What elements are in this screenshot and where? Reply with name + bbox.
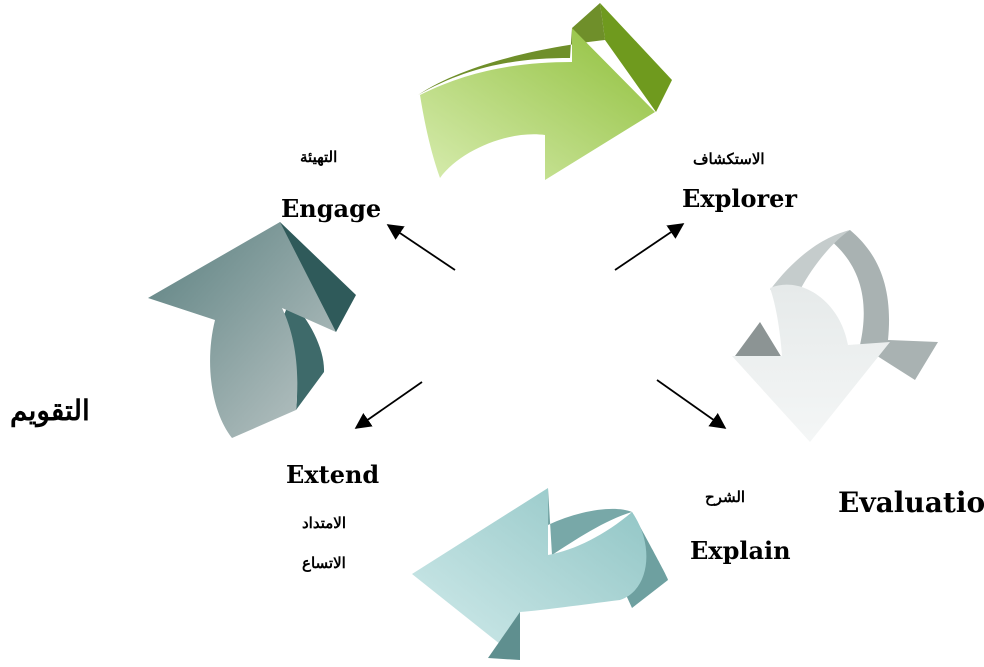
pointer-arrow-engage <box>386 224 456 271</box>
explain-arabic-label: الشرح <box>705 488 746 506</box>
explain-english-label: Explain <box>690 536 791 565</box>
pointer-arrow-explain <box>656 379 727 429</box>
top-curved-arrow-shape <box>418 3 672 180</box>
pointer-arrow-extend <box>354 381 423 429</box>
extend-english-label: Extend <box>286 460 380 489</box>
pointer-arrows <box>354 223 727 429</box>
extend-arabic-label-2: الاتساع <box>302 554 346 572</box>
right-arrow-shadow <box>735 322 782 358</box>
top-arrow-side <box>600 3 672 112</box>
bottom-curved-arrow-shape <box>412 488 668 660</box>
pointer-arrow-explore <box>614 223 685 271</box>
top-arrow-face <box>420 28 655 180</box>
left-arrow-inner <box>280 300 325 410</box>
explore-english-label: Explorer <box>682 184 798 213</box>
engage-english-label: Engage <box>281 194 382 223</box>
bottom-arrow-face <box>412 488 647 660</box>
bottom-arrow-underside <box>488 612 520 660</box>
engage-arabic-label: التهيئة <box>300 148 338 166</box>
extend-arabic-label-1: الامتداد <box>302 514 347 532</box>
right-arrow-side <box>830 230 938 380</box>
left-curved-arrow-shape <box>148 222 356 438</box>
explore-arabic-label: الاستكشاف <box>693 150 765 168</box>
right-arrow-face <box>732 284 890 442</box>
bottom-arrow-topface <box>548 488 632 555</box>
right-arrow-topface <box>770 230 850 290</box>
top-arrow-topface <box>418 3 605 95</box>
left-arrow-face <box>148 222 336 438</box>
evaluate-english-label: Evaluatio <box>838 486 984 519</box>
right-curved-arrow-shape <box>732 230 938 442</box>
evaluate-arabic-label: التقويم <box>10 394 90 427</box>
